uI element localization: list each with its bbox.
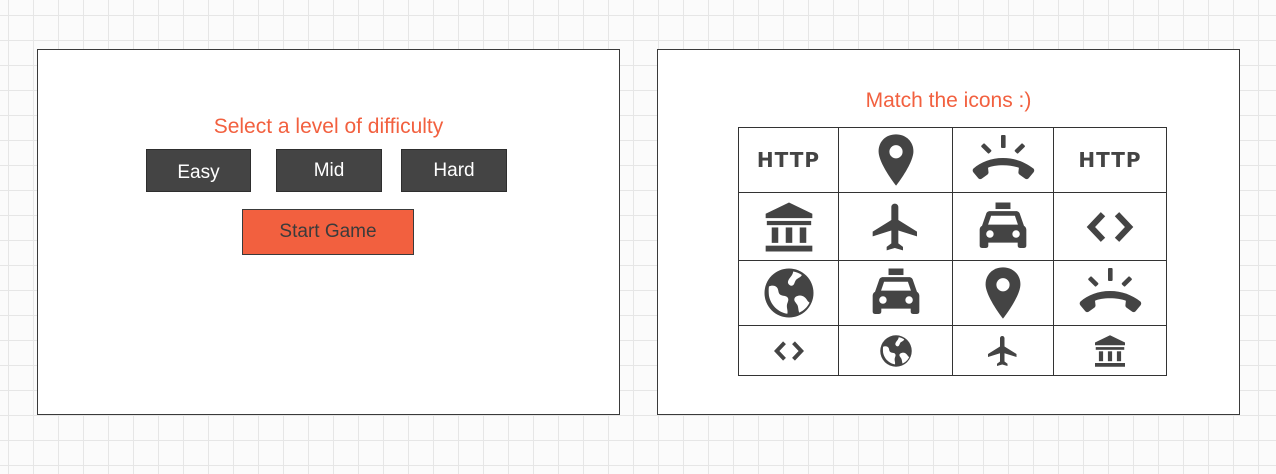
taxi-icon <box>868 268 924 314</box>
icon-cell[interactable] <box>738 192 839 261</box>
icon-cell[interactable] <box>952 127 1054 193</box>
mid-button[interactable]: Mid <box>276 149 382 192</box>
taxi-icon <box>975 202 1031 248</box>
code-icon <box>771 340 807 361</box>
match-heading: Match the icons :) <box>865 89 1032 112</box>
ringing-phone-icon <box>1077 268 1143 313</box>
globe-icon <box>878 334 914 367</box>
icon-cell[interactable] <box>838 192 953 261</box>
icon-grid-row <box>738 260 1167 326</box>
code-icon <box>1082 211 1138 242</box>
ringing-phone-icon <box>970 135 1036 180</box>
icon-cell[interactable] <box>1053 260 1167 326</box>
icon-cell[interactable] <box>738 325 839 376</box>
hard-button[interactable]: Hard <box>401 149 507 192</box>
airplane-icon <box>985 335 1021 366</box>
place-icon <box>981 267 1025 319</box>
bank-icon <box>761 202 817 251</box>
icon-grid-row <box>738 325 1167 376</box>
http-icon: HTTP <box>756 148 821 172</box>
icon-cell[interactable] <box>838 325 953 376</box>
icon-cell[interactable] <box>1053 325 1167 376</box>
http-icon: HTTP <box>1078 148 1142 172</box>
bank-icon <box>1092 334 1128 367</box>
match-panel: Match the icons :) HTTP HTTP <box>657 49 1240 415</box>
icon-cell[interactable] <box>838 260 953 326</box>
icon-cell[interactable] <box>738 260 839 326</box>
place-icon <box>874 134 918 186</box>
airplane-icon <box>868 203 924 250</box>
icon-grid: HTTP HTTP <box>738 127 1167 376</box>
start-game-button[interactable]: Start Game <box>242 209 414 255</box>
icon-cell[interactable] <box>952 192 1054 261</box>
difficulty-panel: Select a level of difficulty Easy Mid Ha… <box>37 49 620 415</box>
icon-cell[interactable] <box>952 260 1054 326</box>
icon-grid-row <box>738 192 1167 261</box>
icon-cell[interactable] <box>952 325 1054 376</box>
icon-cell[interactable] <box>1053 192 1167 261</box>
icon-grid-row: HTTP HTTP <box>738 127 1167 193</box>
difficulty-heading: Select a level of difficulty <box>213 115 444 138</box>
icon-cell[interactable]: HTTP <box>1053 127 1167 193</box>
icon-cell[interactable] <box>838 127 953 193</box>
icon-cell[interactable]: HTTP <box>738 127 839 193</box>
globe-icon <box>761 268 817 318</box>
easy-button[interactable]: Easy <box>146 149 251 192</box>
